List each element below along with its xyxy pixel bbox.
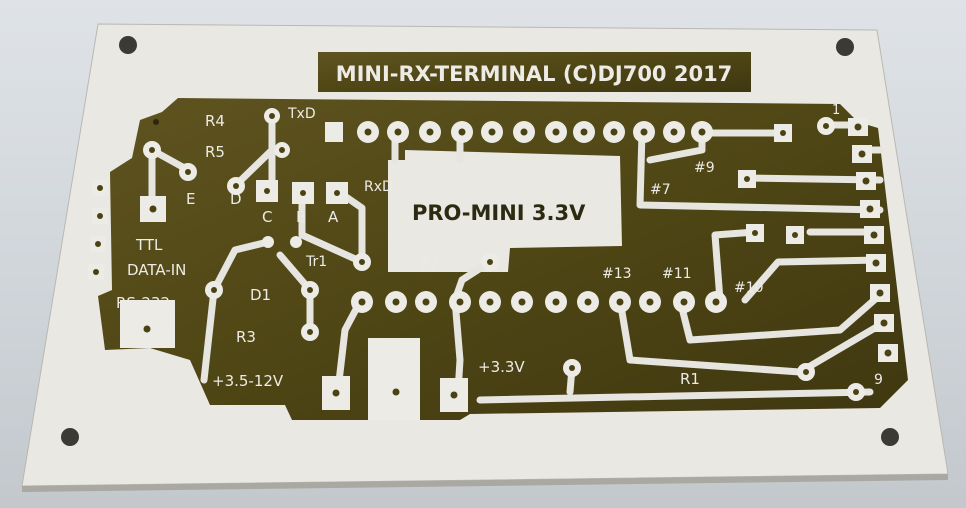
label-r4: R4 — [205, 112, 225, 130]
label-p11: #11 — [662, 266, 692, 282]
label-r2: R2 — [420, 256, 439, 272]
label-pin9: 9 — [874, 372, 883, 388]
label-r5: R5 — [205, 143, 225, 161]
left-pad-holes — [93, 113, 575, 399]
label-b: B — [296, 208, 306, 226]
mount-hole-bl — [61, 428, 79, 446]
label-rxd: RxD — [364, 179, 393, 195]
label-rs232: RS-232 — [116, 294, 170, 312]
header-bottom — [351, 291, 727, 313]
isolation-gaps — [120, 150, 622, 420]
label-data-in: DATA-IN — [127, 261, 186, 279]
label-c: C — [262, 208, 272, 226]
right-connector — [738, 117, 898, 401]
label-r3: R3 — [236, 328, 256, 346]
label-r1: R1 — [680, 370, 700, 388]
label-p9: #9 — [694, 160, 715, 176]
module-label: PRO-MINI 3.3V — [412, 201, 586, 225]
header-top — [325, 121, 713, 143]
title-plate — [318, 52, 751, 92]
label-a: A — [328, 208, 339, 226]
label-p10: #10 — [734, 280, 764, 296]
label-v33: +3.3V — [478, 358, 525, 376]
label-ttl: TTL — [135, 236, 163, 254]
label-pin1: 1 — [832, 103, 840, 118]
mount-hole-tr — [836, 38, 854, 56]
silkscreen-labels: PRO-MINI 3.3V R4 R5 TxD RxD E D C B A TT… — [116, 103, 883, 390]
label-p13: #13 — [602, 266, 632, 282]
mount-hole-tl — [119, 36, 137, 54]
label-txd: TxD — [287, 106, 316, 122]
label-d1: D1 — [250, 286, 271, 304]
label-vin: +3.5-12V — [212, 372, 284, 390]
label-e: E — [186, 190, 195, 208]
label-p7: #7 — [650, 182, 671, 198]
silk-dot — [153, 119, 159, 125]
label-d: D — [230, 190, 242, 208]
board-title: MINI-RX-TERMINAL (C)DJ700 2017 — [336, 62, 733, 86]
label-tr1: Tr1 — [305, 254, 327, 270]
mount-hole-br — [881, 428, 899, 446]
board-edge — [22, 474, 948, 492]
